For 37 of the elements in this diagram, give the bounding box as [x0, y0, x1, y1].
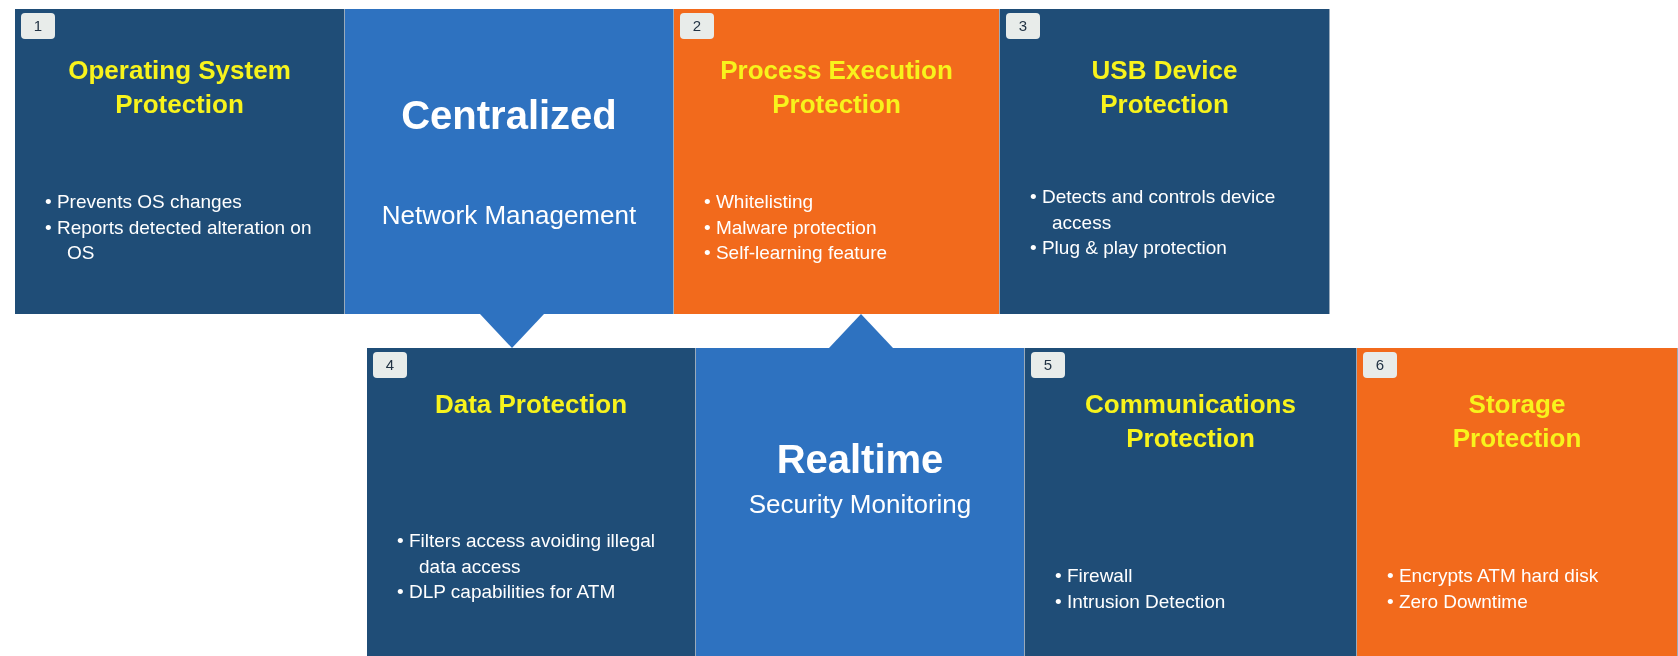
feature-panel — [674, 9, 1000, 314]
feature-panel — [367, 348, 696, 656]
number-badge: 6 — [1363, 352, 1397, 378]
panel-heading: Data Protection — [433, 388, 629, 421]
bullet-item: • Intrusion Detection — [1055, 589, 1227, 614]
panel-heading: Storage Protection — [1451, 388, 1583, 455]
number-badge: 5 — [1031, 352, 1065, 378]
callout-panel — [345, 9, 674, 314]
feature-panel — [1025, 348, 1357, 656]
number-badge: 2 — [680, 13, 714, 39]
panel-subtitle: Network Management — [380, 199, 638, 232]
feature-panel — [1000, 9, 1330, 314]
callout-panel — [696, 348, 1025, 656]
bullet-item: • Detects and controls device access — [1030, 185, 1277, 235]
panel-heading: Operating System Protection — [67, 54, 292, 121]
bullet-item: • Whitelisting — [704, 190, 815, 214]
feature-panel — [1357, 348, 1678, 656]
bullet-item: • Firewall — [1055, 564, 1134, 588]
bullet-item: • Malware protection — [704, 215, 878, 240]
number-badge: 1 — [21, 13, 55, 39]
bullet-item: • Prevents OS changes — [45, 190, 243, 214]
panel-subtitle: Security Monitoring — [747, 488, 973, 521]
panel-heading: Communications Protection — [1084, 388, 1297, 455]
bullet-item: • Reports detected alteration on OS — [45, 215, 313, 266]
panel-heading: Process Execution Protection — [719, 54, 954, 121]
feature-panel — [15, 9, 345, 314]
bullet-item: • Plug & play protection — [1030, 236, 1228, 261]
number-badge: 3 — [1006, 13, 1040, 39]
bullet-item: • Filters access avoiding illegal data access — [397, 529, 656, 579]
panel-title: Realtime — [775, 436, 945, 483]
bullet-item: • Self-learning feature — [704, 241, 889, 266]
panel-title: Centralized — [400, 92, 618, 139]
panel-heading: USB Device Protection — [1090, 54, 1239, 121]
bullet-item: • Encrypts ATM hard disk — [1387, 564, 1600, 588]
bullet-item: • Zero Downtime — [1387, 589, 1529, 614]
bullet-item: • DLP capabilities for ATM — [397, 580, 617, 605]
number-badge: 4 — [373, 352, 407, 378]
